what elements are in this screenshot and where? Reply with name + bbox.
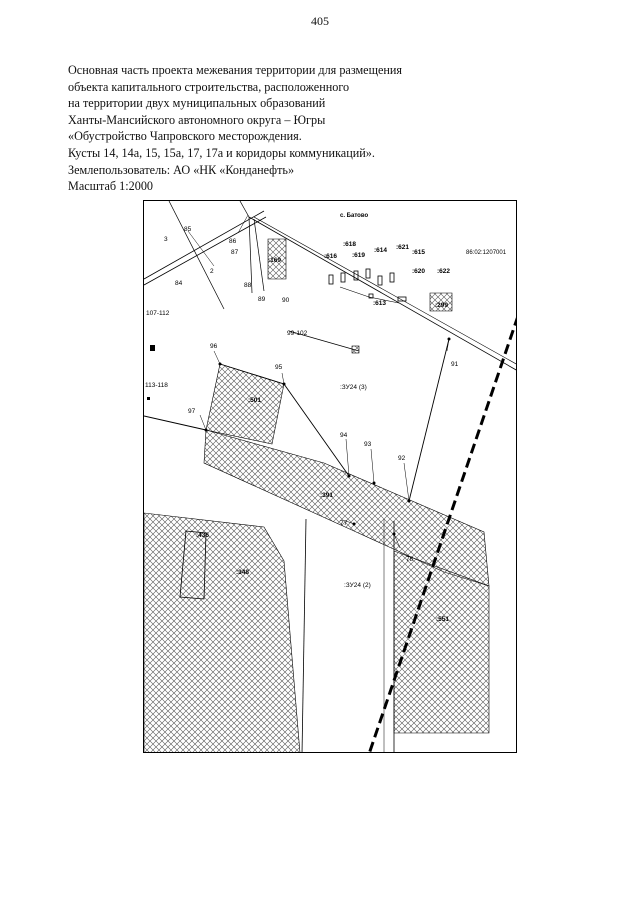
parcel-169-area (267, 238, 287, 280)
point-label: 96 (210, 343, 218, 350)
parcel-label: :620 (412, 268, 425, 275)
point-range-label: 113-118 (145, 382, 168, 389)
page-number: 405 (311, 14, 329, 28)
parcel-small (147, 397, 150, 400)
heading-line: «Обустройство Чапровского месторождения. (68, 129, 302, 144)
heading-line: Землепользователь: АО «НК «Конданефть» (68, 162, 295, 177)
parcel-label: :299 (435, 302, 448, 309)
parcel-label: :622 (437, 268, 450, 275)
parcel-label: :613 (373, 300, 386, 307)
parcel-label: :616 (324, 253, 337, 260)
point-label: 88 (244, 282, 252, 289)
point-label: 87 (231, 249, 239, 256)
parcel-small (150, 345, 155, 351)
point-label: 97 (188, 408, 196, 415)
heading-line: Основная часть проекта межевания террито… (68, 63, 403, 77)
zone-label: :ЗУ24 (2) (344, 582, 371, 589)
parcel-label: :501 (248, 397, 261, 404)
cadastral-map: с. Батово 86:02:1207001 :ЗУ24 (3) :ЗУ24 … (143, 200, 517, 753)
heading-line: Кусты 14, 14а, 15, 15а, 17, 17а и коридо… (68, 145, 375, 160)
parcel-label: :551 (436, 616, 449, 623)
parcel-348-area (144, 512, 301, 752)
point-label: 84 (175, 280, 183, 287)
document-heading: Основная часть проекта межевания террито… (68, 62, 588, 195)
map-drawing: с. Батово 86:02:1207001 :ЗУ24 (3) :ЗУ24 … (144, 201, 516, 752)
point-label: 86 (229, 238, 237, 245)
parcel-label: :618 (343, 241, 356, 248)
label-leaders (187, 214, 450, 549)
parcel-label: :169 (268, 257, 281, 264)
point-label: 77 (340, 520, 348, 527)
parcel-label: :436 (196, 532, 209, 539)
point-range-label: 99-102 (287, 330, 308, 337)
point-label: 91 (451, 361, 459, 368)
point-label: 89 (258, 296, 266, 303)
quarter-label: 86:02:1207001 (466, 250, 507, 256)
point-label: 2 (210, 268, 214, 275)
heading-line: Масштаб 1:2000 (68, 179, 154, 194)
heading-line: на территории двух муниципальных образов… (68, 96, 326, 111)
settlement-label: с. Батово (340, 213, 368, 219)
small-parcels (328, 268, 407, 302)
zone-label: :ЗУ24 (3) (340, 384, 367, 391)
point-label: 94 (340, 432, 348, 439)
point-label: 93 (364, 441, 372, 448)
parcel-small (351, 345, 360, 354)
point-label: 95 (275, 364, 283, 371)
pipeline-line (368, 317, 516, 752)
point-range-label: 107-112 (146, 310, 170, 317)
parcel-label: :621 (396, 244, 409, 251)
parcel-436-area (179, 530, 207, 600)
point-label: 3 (164, 236, 168, 243)
point-label: 92 (398, 455, 406, 462)
heading-line: объекта капитального строительства, расп… (68, 79, 350, 94)
parcel-label: :348 (236, 569, 249, 576)
point-label: 90 (282, 297, 290, 304)
parcel-label: :614 (374, 247, 387, 254)
parcel-299-area (429, 292, 453, 312)
boundary-lines (144, 201, 516, 752)
parcel-label: :619 (352, 252, 365, 259)
point-label: 78 (406, 556, 414, 563)
parcel-501-area (205, 363, 285, 445)
point-label: 85 (184, 226, 192, 233)
parcel-label: :615 (412, 249, 425, 256)
parcel-label: :391 (320, 492, 333, 499)
heading-line: Ханты-Мансийского автономного округа – Ю… (68, 112, 326, 127)
